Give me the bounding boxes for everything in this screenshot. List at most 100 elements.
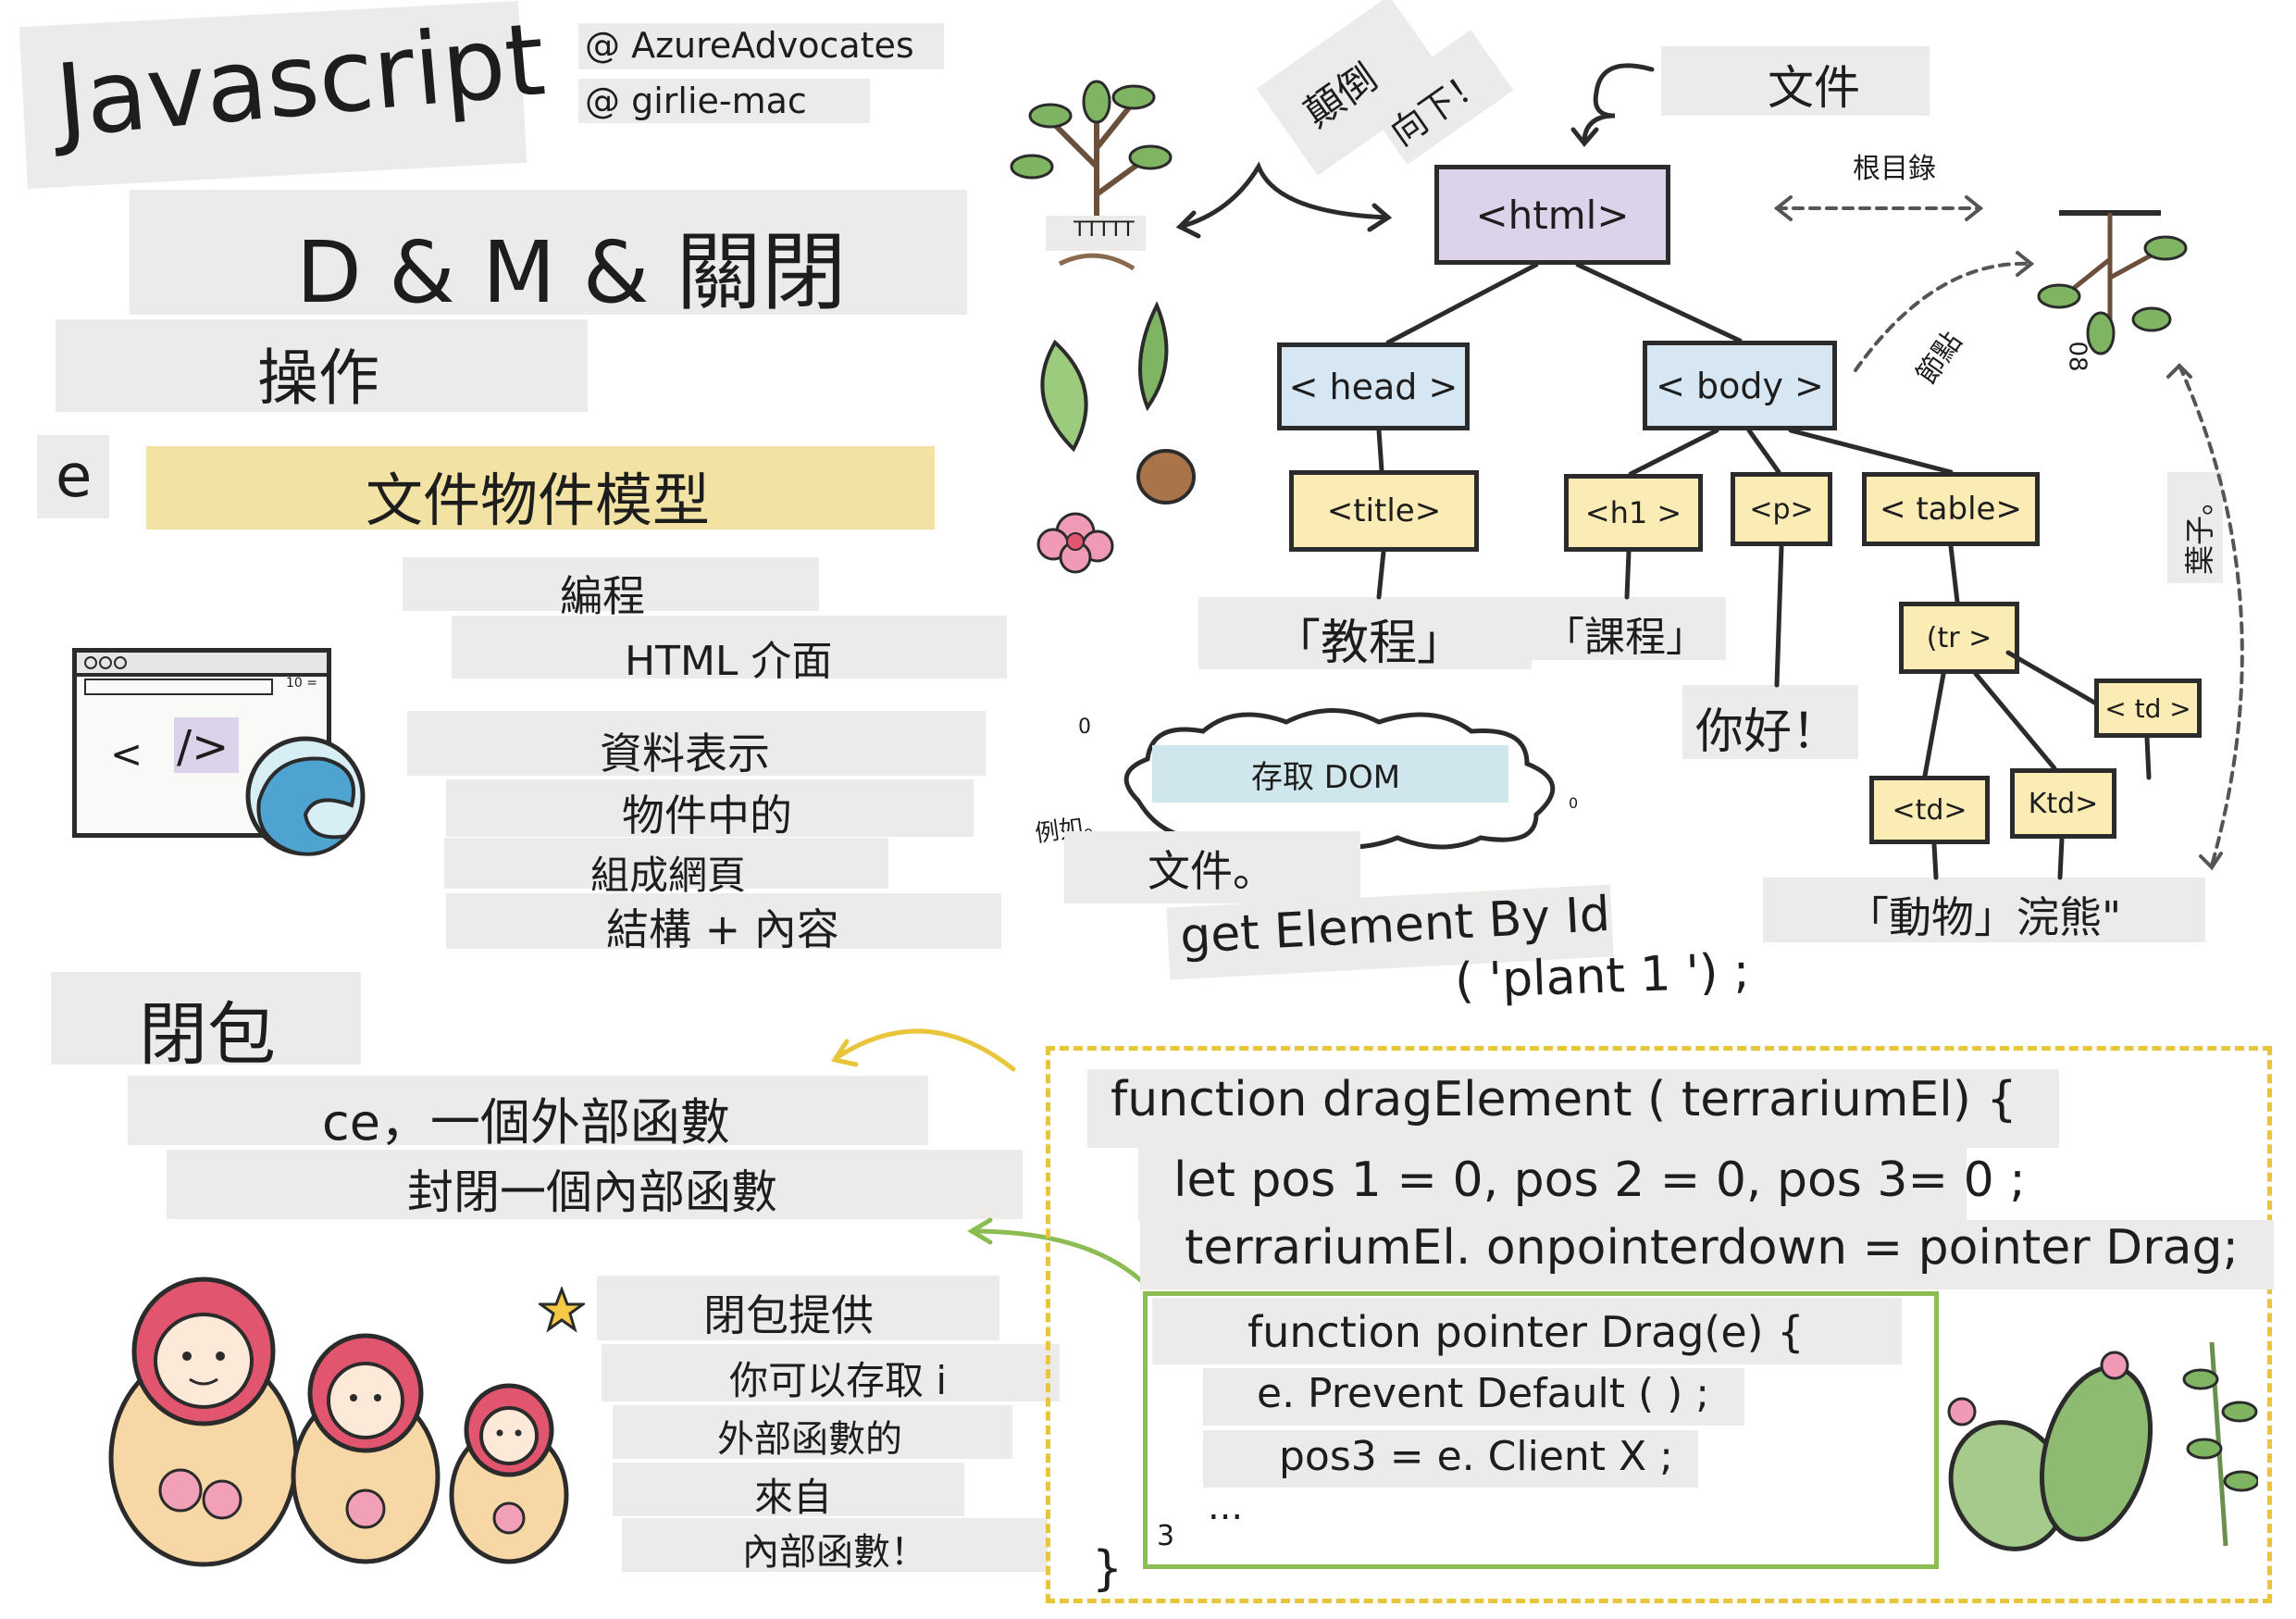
closure-desc-2: 你可以存取 i: [729, 1358, 948, 1403]
plant-illustration: [1010, 80, 1173, 271]
html-node: <html>: [1434, 165, 1670, 265]
cloud-label: 存取 DOM: [1251, 759, 1401, 796]
cactus-illustration: [1947, 1341, 2258, 1551]
closure-line-1: ce，一個外部函數: [322, 1093, 730, 1152]
inner-code-line-3: pos3 = e. Client X ;: [1279, 1433, 1673, 1480]
text-h1-strip: [1530, 597, 1726, 660]
closure-line-strip-1: [128, 1076, 928, 1145]
line-number-3: 3: [1157, 1520, 1175, 1552]
dom-title: 文件物件模型: [366, 467, 711, 534]
e-letter: e: [56, 442, 93, 511]
dom-desc-3: 資料表示: [600, 729, 770, 778]
author-handle-2: @ girlie-mac: [585, 81, 807, 121]
h1-text-leaf: 「課程」: [1544, 614, 1706, 661]
dom-desc-5: 組成網頁: [590, 853, 747, 898]
medium-doll-icon: [291, 1333, 441, 1564]
td-node-2: <td>: [1869, 776, 1990, 844]
star-icon: [539, 1287, 585, 1333]
leaves-illustration: [1036, 301, 1196, 574]
desc-strip-4: [446, 779, 974, 837]
inner-code-line-1: function pointer Drag(e) {: [1247, 1307, 1805, 1357]
closure-desc-4: 來自: [754, 1475, 833, 1520]
subtitle-strip: [130, 190, 967, 315]
closure-desc-strip-1: [597, 1276, 999, 1340]
code-tag-icon: />: [177, 721, 230, 773]
dom-desc-4: 物件中的: [622, 791, 792, 841]
tr-node: (tr >: [1899, 602, 2019, 674]
title-text-leaf: 「教程」: [1272, 616, 1466, 671]
browser-counter: 10 =: [286, 676, 317, 691]
e-strip: [37, 435, 109, 518]
plant-label-strip: [1046, 216, 1146, 251]
closure-desc-strip-5: [622, 1518, 1048, 1572]
code-box: [1046, 1046, 2272, 1603]
closure-title-strip: [51, 972, 361, 1065]
desc-strip-1: [403, 557, 819, 611]
desc-strip-3: [407, 711, 986, 776]
root-label: 根目錄: [1853, 153, 1936, 185]
handle-strip-1: [578, 23, 944, 69]
window-dot-icon: [114, 656, 127, 669]
dom-title-strip: [146, 446, 935, 529]
closure-desc-3: 外部函數的: [717, 1418, 902, 1461]
table-node: < table>: [1862, 472, 2040, 546]
root-plant-illustration: [2037, 210, 2188, 355]
zero-mark-2: 0: [1569, 794, 1579, 812]
head-node: < head >: [1277, 342, 1470, 430]
document-label: 文件: [1768, 61, 1860, 115]
inner-strip-2: [1203, 1368, 1744, 1426]
code-ellipsis: ...: [1208, 1486, 1244, 1528]
document-strip: [1661, 46, 1930, 116]
dom-desc-2: HTML 介面: [625, 638, 833, 685]
closure-desc-1: 閉包提供: [703, 1290, 874, 1340]
inner-function-box: [1143, 1291, 1939, 1569]
td-node-1: < td >: [2094, 679, 2202, 738]
h1-node: <h1 >: [1564, 474, 1703, 552]
handle-strip-2: [578, 79, 870, 123]
title-node: <title>: [1289, 470, 1479, 552]
code-line-2: let pos 1 = 0, pos 2 = 0, pos 3= 0 ;: [1173, 1152, 2026, 1208]
p-text-leaf: 你好！: [1695, 704, 1841, 760]
nesting-dolls-illustration: [108, 1277, 569, 1567]
window-dot-icon: [84, 656, 97, 669]
window-dot-icon: [99, 656, 112, 669]
doc-dot-strip: [1064, 831, 1360, 903]
leaf-label-strip: [2167, 472, 2223, 583]
flower-icon: [1036, 512, 1114, 574]
desc-strip-2: [452, 616, 1007, 679]
td-node-3: Ktd>: [2010, 768, 2116, 839]
inner-strip-1: [1152, 1298, 1902, 1364]
dom-desc-6: 結構 + 內容: [606, 904, 839, 954]
td-text-leaf: 「動物」浣熊": [1846, 892, 2122, 942]
code-line-1: function dragElement ( terrariumEl) {: [1111, 1072, 2017, 1127]
closure-desc-strip-2: [602, 1344, 1060, 1401]
code-line-3: terrariumEl. onpointerdown = pointer Dra…: [1185, 1220, 2239, 1276]
body-node: < body >: [1643, 341, 1837, 430]
closure-desc-strip-3: [613, 1405, 1012, 1459]
large-doll-icon: [108, 1277, 299, 1567]
closure-line-strip-2: [167, 1150, 1023, 1219]
operation-label: 操作: [257, 342, 379, 414]
operation-strip: [56, 319, 588, 412]
inner-code-line-2: e. Prevent Default ( ) ;: [1257, 1370, 1710, 1417]
closure-line-2: 封閉一個內部函數: [407, 1165, 777, 1219]
text-td-strip: [1763, 878, 2205, 942]
zero-mark-1: 0: [1078, 716, 1091, 739]
closure-desc-strip-4: [613, 1463, 964, 1516]
plant-label: TTTTT: [1074, 218, 1135, 242]
edge-logo-icon: [245, 736, 366, 856]
closure-desc-5: 內部函數！: [742, 1531, 927, 1574]
code-strip-3: [1140, 1220, 2274, 1289]
code-strip-2: [1138, 1148, 1967, 1220]
code-highlight: [174, 717, 239, 773]
code-strip-1: [1087, 1069, 2059, 1148]
cloud-label-strip: [1152, 745, 1508, 803]
browser-address-bar: [84, 679, 273, 695]
closing-brace: }: [1092, 1541, 1123, 1597]
inner-strip-3: [1203, 1430, 1698, 1488]
dom-desc-1: 編程: [560, 571, 645, 621]
desc-strip-6: [446, 893, 1001, 949]
text-p-strip: [1682, 685, 1858, 759]
closure-title: 閉包: [139, 995, 276, 1075]
